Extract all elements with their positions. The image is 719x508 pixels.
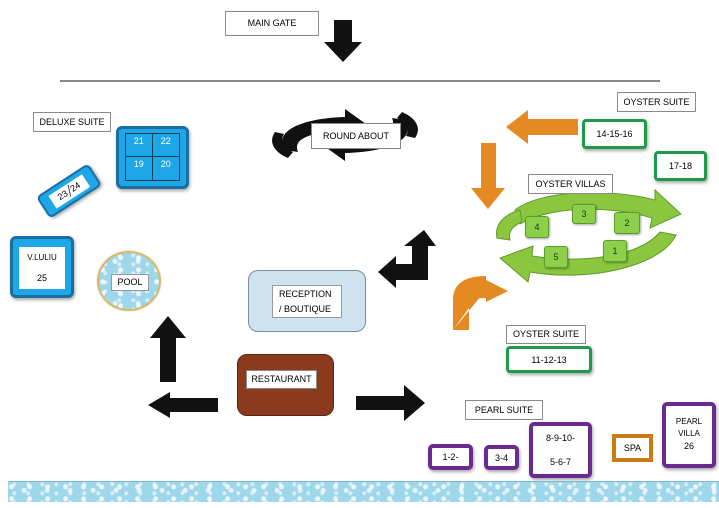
orange-down-arrow [471, 143, 505, 209]
deluxe-suite-title: DELUXE SUITE [33, 112, 111, 132]
pearl-villa-number: 26 [683, 441, 694, 452]
gate-down-arrow [324, 20, 362, 62]
oyster-villa-4: 4 [525, 216, 549, 238]
deluxe-unit: 20 [160, 159, 171, 169]
reception-line-2: / BOUTIQUE [279, 303, 332, 314]
pearl-suite-title: PEARL SUITE [465, 400, 543, 420]
right-arrow-pearl [356, 385, 425, 421]
spa-block: SPA [612, 434, 653, 462]
oyster-villa-1: 1 [603, 240, 627, 262]
vluliu-name: V.LULIU [27, 252, 57, 262]
beach-water-strip [8, 481, 719, 502]
orange-curve-arrow [453, 276, 508, 330]
pearl-suite-line-1: 8-9-10- [545, 433, 575, 443]
elbow-arrow-reception [378, 230, 436, 288]
oyster-suite-top-units: 14-15-16 [582, 119, 647, 149]
up-arrow-pool [150, 316, 186, 382]
vluliu-block: V.LULIU 25 [10, 236, 74, 298]
reception-line-1: RECEPTION [279, 289, 332, 300]
oyster-suite-bottom-title: OYSTER SUITE [506, 325, 586, 344]
oyster-suite-17-18-text: 17-18 [668, 161, 693, 171]
spa-label: SPA [616, 438, 649, 458]
oyster-suite-bottom-units-text: 11-12-13 [531, 354, 567, 365]
pearl-villa-line-1: PEARL [675, 417, 703, 427]
pool-label: POOL [111, 274, 149, 291]
vluliu-number: 25 [36, 273, 47, 284]
tilted-unit-23: 23 [55, 188, 70, 203]
oyster-suite-top-units-text: 14-15-16 [596, 129, 633, 139]
pearl-suite-line-2: 5-6-7 [549, 457, 571, 467]
oyster-villa-3: 3 [572, 204, 596, 224]
deluxe-unit: 19 [126, 157, 153, 180]
tilted-unit-24: 24 [68, 179, 83, 194]
pearl-suite-3-4: 3-4 [484, 445, 519, 470]
oyster-villa-2: 2 [614, 212, 640, 234]
deluxe-unit: 21 [126, 134, 153, 157]
reception-block: RECEPTION / BOUTIQUE [248, 270, 366, 332]
deluxe-suite-grid: 21 22 19 20 [125, 133, 180, 181]
deluxe-unit: 22 [152, 134, 179, 157]
left-arrow-restaurant [148, 392, 218, 418]
oyster-villas-title: OYSTER VILLAS [528, 174, 613, 194]
oyster-villa-green-arrows [496, 188, 682, 283]
pearl-suite-block: 8-9-10- 5-6-7 [529, 422, 592, 478]
pearl-suite-3-4-text: 3-4 [494, 452, 508, 463]
pearl-suite-1-2-text: 1-2- [442, 452, 459, 462]
roundabout-label: ROUND ABOUT [311, 123, 401, 149]
pearl-villa-line-2: VILLA [678, 429, 700, 439]
deluxe-suite-block: 21 22 19 20 [116, 126, 189, 189]
oyster-suite-top-title: OYSTER SUITE [617, 92, 696, 112]
oyster-suite-bottom-units: 11-12-13 [506, 346, 592, 373]
pearl-suite-1-2: 1-2- [428, 444, 473, 470]
oyster-villa-5: 5 [544, 246, 568, 268]
main-gate-label: MAIN GATE [225, 11, 319, 36]
pearl-villa-block: PEARL VILLA 26 [662, 402, 716, 468]
reception-label: RECEPTION / BOUTIQUE [272, 285, 342, 318]
restaurant-label: RESTAURANT [246, 370, 317, 389]
restaurant-block: RESTAURANT [237, 354, 334, 416]
pool-circle: POOL [97, 251, 161, 311]
oyster-suite-17-18: 17-18 [654, 151, 707, 181]
vluliu-card: V.LULIU 25 [19, 247, 65, 289]
orange-left-arrow [506, 110, 578, 144]
